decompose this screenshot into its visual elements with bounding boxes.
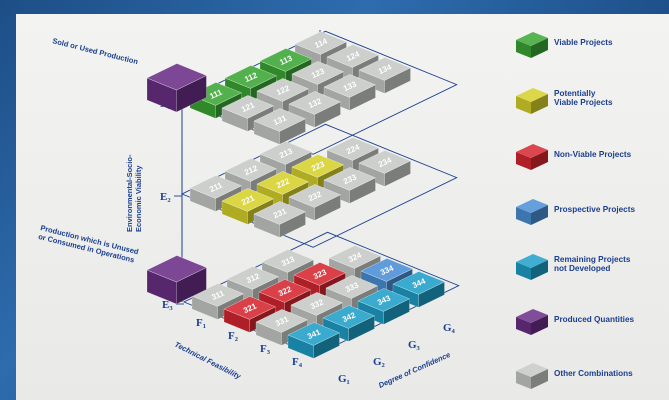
legend-cube-icon — [516, 254, 548, 280]
legend-cube-icon — [516, 144, 548, 170]
legend-label: Other Combinations — [554, 368, 633, 378]
legend-cube-icon — [516, 363, 548, 389]
cube-343: 343 — [357, 288, 411, 325]
cube-344: 344 — [392, 271, 446, 308]
confidence-tick: G₃ — [408, 339, 421, 351]
technical-tick: F₂ — [228, 330, 239, 342]
technical-tick: F₁ — [196, 317, 206, 329]
legend-cube-icon — [516, 32, 548, 58]
cube-234: 234 — [358, 150, 412, 187]
cube-131: 131 — [253, 108, 307, 145]
sold-used-label: Sold or Used Production — [52, 36, 140, 66]
confidence-tick: G₄ — [443, 322, 456, 334]
produced-cube-sold — [146, 63, 208, 113]
legend-label: Remaining Projects not Developed — [554, 255, 631, 273]
produced-cube-unused — [146, 255, 208, 305]
legend-label: Non-Viable Projects — [554, 149, 632, 159]
technical-tick: F₃ — [260, 343, 271, 355]
cube-231: 231 — [253, 201, 307, 238]
cube-134: 134 — [358, 57, 412, 94]
plane-label: E₂ — [160, 191, 171, 203]
legend-label: Potentially Viable Projects — [554, 89, 613, 107]
legend-label: Produced Quantities — [554, 314, 635, 324]
cube-233: 233 — [323, 167, 377, 204]
confidence-tick: G₁ — [338, 373, 350, 385]
cube-341: 341 — [287, 322, 341, 359]
cube-232: 232 — [288, 184, 342, 221]
legend-label: Prospective Projects — [554, 204, 636, 214]
cube-132: 132 — [288, 91, 342, 128]
technical-axis-label: Technical Feasibility — [173, 340, 243, 382]
technical-tick: F₄ — [292, 356, 303, 368]
vertical-axis-label: Environmental-Socio-Economic Viability — [125, 154, 143, 232]
legend-cube-icon — [516, 309, 548, 335]
confidence-axis-label: Degree of Confidence — [377, 350, 451, 390]
confidence-tick: G₂ — [373, 356, 386, 368]
legend-cube-icon — [516, 199, 548, 225]
cube-133: 133 — [323, 74, 377, 111]
legend-label: Viable Projects — [554, 37, 613, 47]
plane-label: E₃ — [162, 299, 173, 311]
legend-cube-icon — [516, 88, 548, 114]
cube-grid: 1141241341131231331121221321111211312242… — [146, 31, 446, 359]
